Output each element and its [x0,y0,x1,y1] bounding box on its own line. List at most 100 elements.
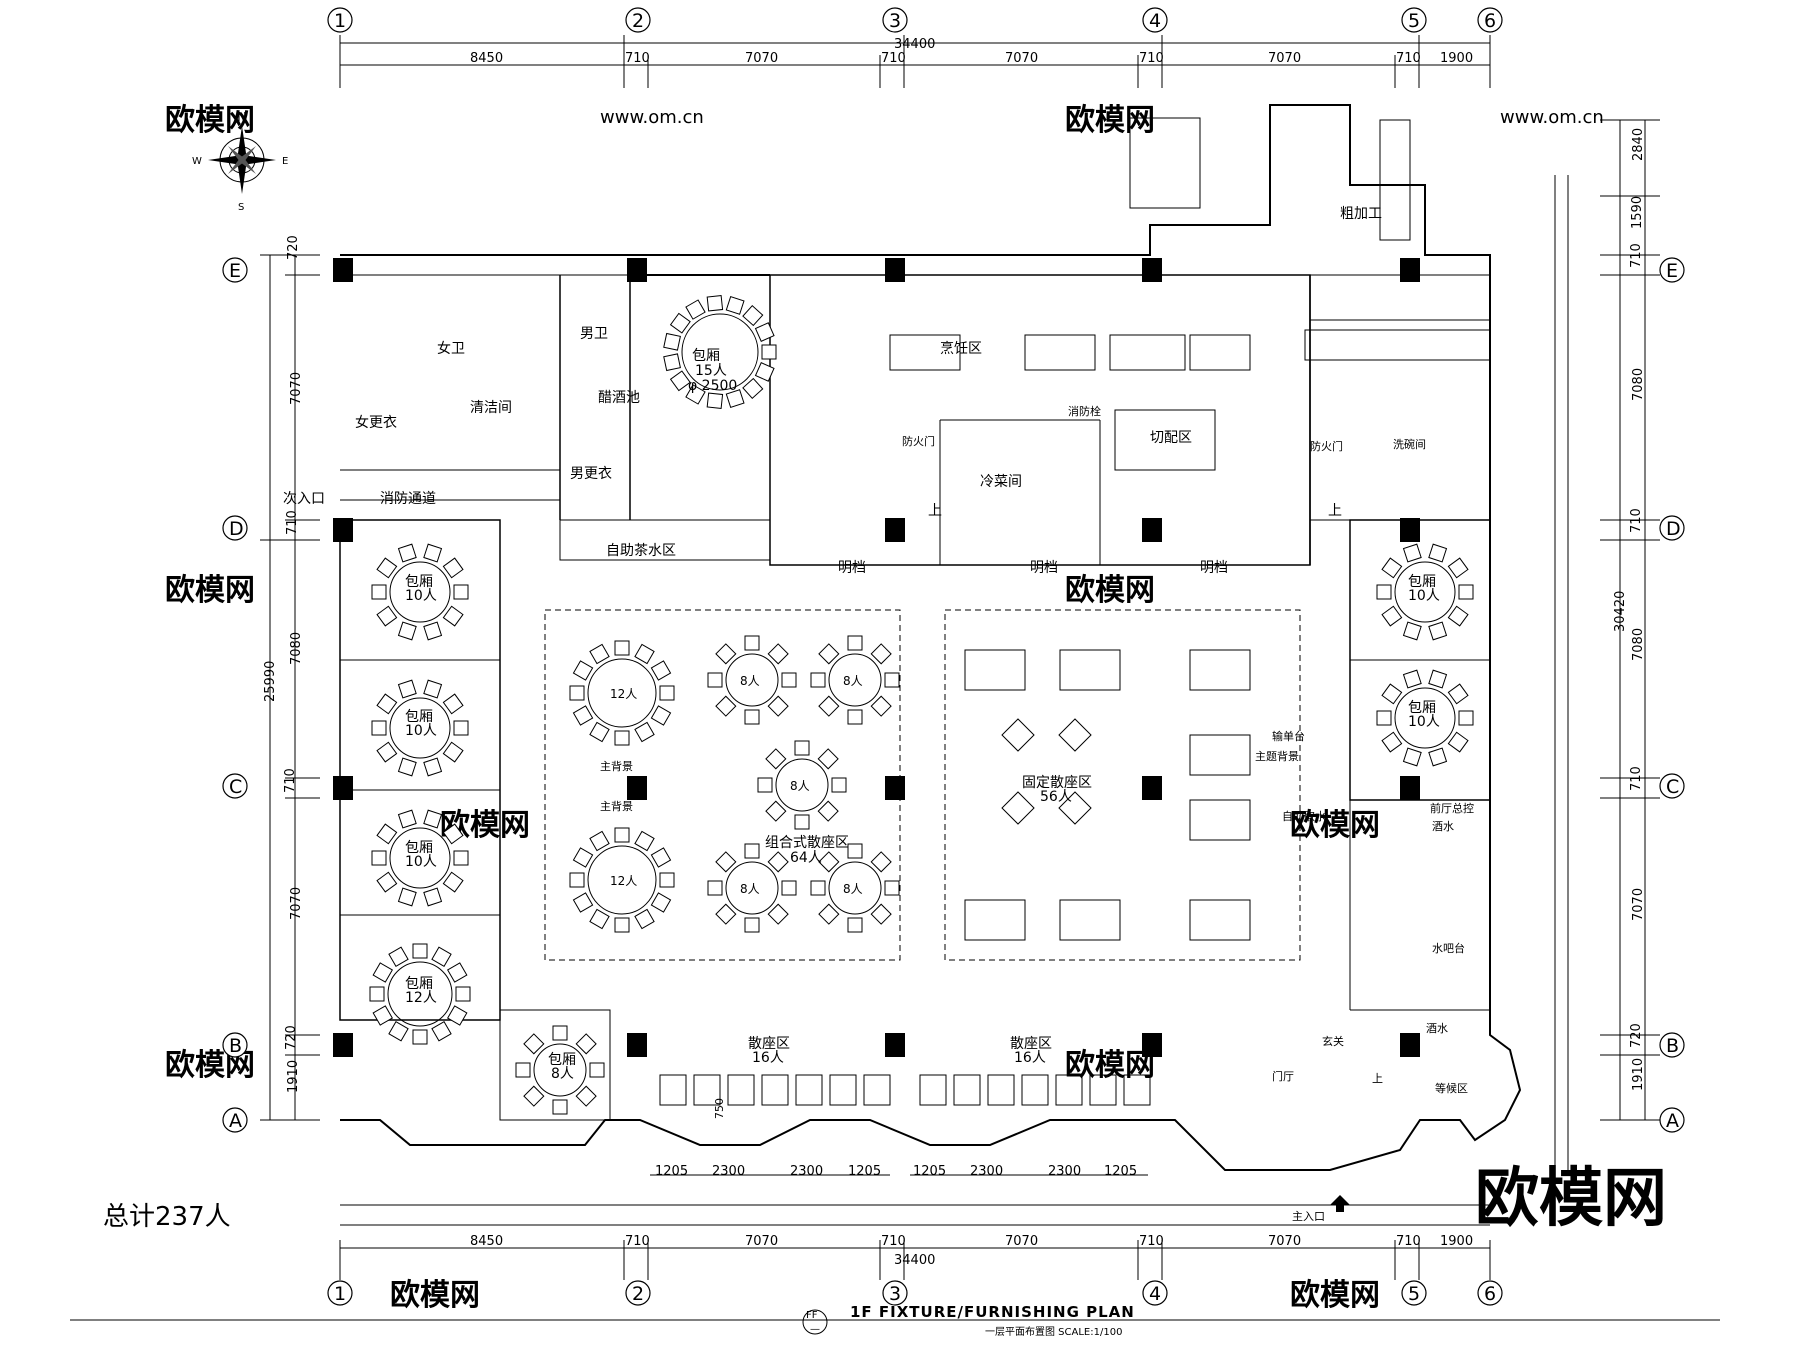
booth-seat [761,1074,789,1106]
chair [423,621,443,641]
dim-value: 710 [1396,1234,1421,1249]
chair [442,871,464,893]
top-dimension-chain [339,35,1491,88]
dim-value: 710 [285,510,300,535]
entrance-arrow-icon [1330,1195,1350,1212]
chair [1381,605,1403,627]
diamond-table [1001,791,1035,825]
structural-columns [333,258,1420,1057]
chair [767,903,789,925]
room-label: 防火门 [1310,439,1343,453]
chair [376,557,398,579]
kitchen-equipment [889,117,1491,471]
right-dimension-text: 2840 1590 710 7080 710 7080 710 7070 720… [1613,128,1646,1091]
axis-label: 1 [334,1283,346,1305]
chair [831,777,847,793]
room-label: 56人 [1040,789,1072,805]
watermark: 欧模网 [1065,1048,1155,1083]
chair [1428,621,1448,641]
chair [397,757,417,777]
table-label: 8人 [843,674,863,688]
axis-label: C [229,776,242,798]
chair [1376,710,1392,726]
chair [685,384,706,405]
room-label: 明档 [838,560,866,576]
drawing-mark-bottom: — [810,1324,820,1335]
chair [685,299,706,320]
axis-labels-left: E D C B A [229,260,244,1132]
dim-value: 1900 [1440,51,1473,66]
chair [725,389,745,409]
dim-value: 720 [1629,1023,1644,1048]
left-dimension-chain [260,254,320,1121]
axis-labels-bottom: 1 2 3 4 5 6 [334,1283,1496,1305]
room-label: 防火门 [902,434,935,448]
room-label: 上 [928,503,942,519]
chair [707,880,723,896]
round-table [387,961,453,1027]
booth-seat [727,1074,755,1106]
table-label: 8人 [790,779,810,793]
chair [1447,557,1469,579]
round-table [587,658,657,728]
dim-value: 1900 [1440,1234,1473,1249]
chair [1381,683,1403,705]
room-labels: 女卫 男卫 女更衣 男更衣 清洁间 醋酒池 消防通道 次入口 自助茶水区 包厢 … [283,206,1474,1223]
chair [742,377,764,400]
room-label: 散座区 [1010,1036,1052,1052]
axis-label: A [229,1110,242,1132]
chair [634,721,655,743]
left-dimension-text: 720 7070 710 7080 710 7070 720 1910 2599… [263,235,304,1093]
chair [870,851,892,873]
chair [371,720,387,736]
chair [446,1005,468,1026]
chair [442,823,464,845]
room-label: 包厢 [692,348,720,364]
room-label: φ 2500 [688,378,737,394]
compass-s: S [238,202,244,213]
round-table [1394,561,1456,623]
axis-labels-top: 1 2 3 4 5 6 [334,10,1496,32]
chair [810,880,826,896]
chair [589,643,610,665]
room-label: 消防栓 [1068,404,1101,418]
compass-w: W [192,156,202,167]
chair [552,1099,568,1115]
round-table [725,653,779,707]
chair [818,643,840,665]
room-label: 明档 [1200,560,1228,576]
dim-value: 710 [1139,51,1164,66]
chair [442,741,464,763]
chair [575,1085,597,1107]
axis-label: A [1666,1110,1679,1132]
chair [810,672,826,688]
chair [371,584,387,600]
room-label: 玄关 [1322,1034,1344,1048]
room-label: 醋酒池 [598,390,640,406]
dim-value: 710 [1396,51,1421,66]
room-label: 输单台 [1272,729,1305,743]
dim-value: 7080 [1631,628,1646,661]
chair [412,943,428,959]
dim-value: 1205 [913,1164,946,1179]
axis-label: D [1666,518,1681,540]
dim-value: 1910 [286,1060,301,1093]
booth-seat [987,1074,1015,1106]
chair [765,748,787,770]
chair [817,800,839,822]
axis-label: 3 [889,10,901,32]
chair [423,543,443,563]
room-label: 酒水 [1432,820,1454,833]
chair [754,362,775,382]
room-label: 切配区 [1150,430,1192,446]
axis-label: 5 [1408,1283,1420,1305]
chair [663,332,681,351]
dim-value: 7070 [1268,51,1301,66]
chair [870,695,892,717]
watermark-url: www.om.cn [600,107,704,128]
room-label: 洗碗间 [1393,437,1426,451]
chair [1447,683,1469,705]
chair [397,543,417,563]
dim-value: 710 [881,51,906,66]
